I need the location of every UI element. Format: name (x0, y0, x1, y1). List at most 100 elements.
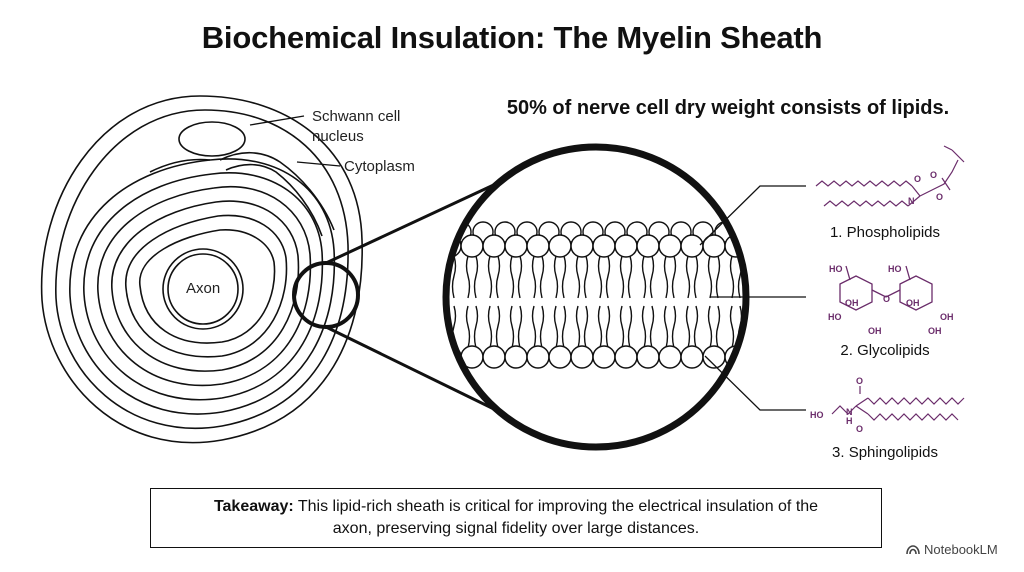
glycolipid-structure (839, 265, 933, 311)
phospholipid-structure (815, 145, 965, 207)
lipid-tail (707, 255, 713, 299)
lipid-tail (531, 255, 537, 299)
schwann-nucleus (178, 121, 246, 157)
lipid-head (680, 345, 704, 369)
lipid-tail (561, 255, 567, 299)
lipid-tail (729, 305, 735, 349)
atom-label: O (936, 192, 943, 202)
lipid-head (548, 234, 572, 258)
lipid-tail (627, 255, 633, 299)
atom-label: N (846, 407, 853, 417)
lipid-tail (531, 305, 537, 349)
lipid-tail (641, 255, 647, 299)
lipid-head (736, 221, 746, 243)
lipid-tail (553, 255, 559, 299)
cytoplasm-loop (225, 163, 323, 237)
notebooklm-logo-icon (906, 544, 920, 554)
lipid-tail (539, 255, 545, 299)
myelin-layer-outer (40, 95, 363, 444)
takeaway-text-2: axon, preserving signal fidelity over la… (332, 520, 700, 537)
lipid-tail (619, 305, 625, 349)
leader-lines (249, 115, 806, 411)
lipid-tail (539, 305, 545, 349)
lipid-head (482, 234, 506, 258)
lipid-tail (509, 255, 515, 299)
cytoplasm-loop (149, 158, 211, 173)
lipid-head (592, 345, 616, 369)
takeaway-text-1: This lipid-rich sheath is critical for i… (293, 498, 819, 515)
lipid-tail (583, 255, 589, 299)
lipid-tail (487, 305, 493, 349)
atom-label: O (914, 174, 921, 184)
lipid-tail (671, 305, 677, 349)
atom-label: HO (810, 410, 824, 420)
lipid-head (592, 234, 616, 258)
atom-label: O (856, 424, 863, 434)
lipid-tail (575, 255, 581, 299)
zoom-view-circle (442, 143, 750, 451)
slide-title: Biochemical Insulation: The Myelin Sheat… (201, 20, 823, 55)
lipid-tail (663, 305, 669, 349)
axon-outer (162, 248, 244, 330)
brand-name: NotebookLM (924, 542, 998, 557)
sphingolipid-label: 3. Sphingolipids (832, 444, 938, 461)
lipid-tail (627, 305, 633, 349)
lipid-head (548, 345, 572, 369)
myelin-layer (55, 109, 349, 430)
takeaway-box: Takeaway: This lipid-rich sheath is crit… (150, 488, 882, 548)
leader-phospholipid (699, 185, 806, 246)
atom-label: OH (845, 298, 859, 308)
lipid-head (614, 234, 638, 258)
lipid-tail (715, 305, 721, 349)
lipid-tail (649, 305, 655, 349)
lipid-tail (517, 305, 523, 349)
atom-label: OH (906, 298, 920, 308)
cytoplasm-label: Cytoplasm (344, 158, 415, 175)
lipid-head (526, 234, 550, 258)
lipid-head (570, 345, 594, 369)
lipid-tail (707, 305, 713, 349)
lipid-tail (663, 255, 669, 299)
lipid-head (680, 234, 704, 258)
lipid-tail (517, 255, 523, 299)
lipid-bilayer-zoom (446, 221, 746, 369)
lipid-head (570, 234, 594, 258)
magnifier (292, 180, 501, 414)
takeaway-prefix: Takeaway: (213, 498, 294, 515)
lipid-head (614, 345, 638, 369)
lipid-tail (553, 305, 559, 349)
atom-label: HO (888, 264, 902, 274)
lipid-tail (473, 255, 479, 299)
myelin-layer (83, 172, 324, 401)
lipid-tail (685, 305, 691, 349)
axon-label: Axon (186, 280, 221, 297)
lipid-tail (685, 255, 691, 299)
lipid-tail (583, 305, 589, 349)
axon-inner (167, 253, 239, 325)
myelin-cross-section (40, 95, 363, 444)
lipid-head (482, 345, 506, 369)
lipid-tail (693, 305, 699, 349)
lipid-tail (693, 255, 699, 299)
lipid-fact-subtitle: 50% of nerve cell dry weight consists of… (506, 97, 950, 119)
schwann-nucleus-label: Schwann cell nucleus (312, 107, 400, 147)
lipid-tail (729, 255, 735, 299)
lipid-tail (649, 255, 655, 299)
sphingolipid-structure (831, 386, 965, 421)
lipid-tail (495, 255, 501, 299)
glycolipid-label: 2. Glycolipids (840, 342, 930, 359)
atom-label: O (856, 376, 863, 386)
atom-label: OH (868, 326, 882, 336)
lipid-head (460, 234, 484, 258)
lipid-tail (641, 305, 647, 349)
lipid-tail (465, 305, 471, 349)
myelin-layer (111, 200, 300, 372)
lipid-head (636, 234, 660, 258)
cytoplasm-loop (219, 151, 335, 231)
lipid-tail (495, 305, 501, 349)
lipid-tail (575, 305, 581, 349)
zoom-source-circle (292, 261, 360, 329)
lipid-tail (597, 255, 603, 299)
lipid-tail (451, 255, 457, 299)
